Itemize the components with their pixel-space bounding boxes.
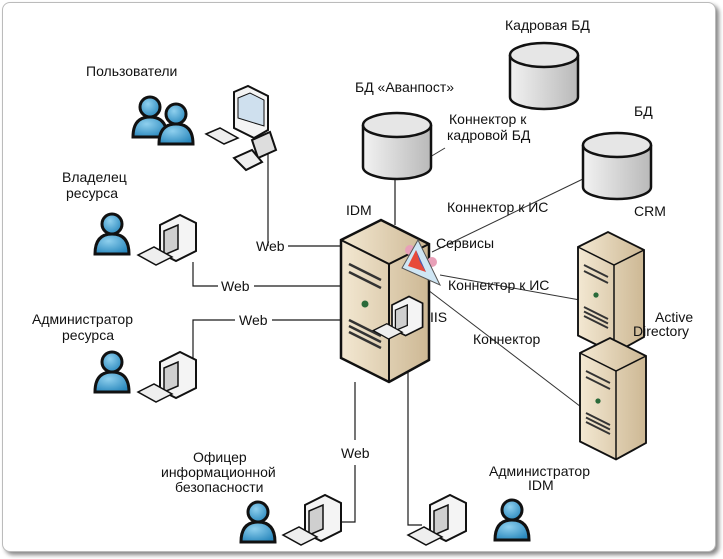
db-avanpost-icon [361, 111, 433, 181]
users-label: Пользователи [86, 63, 177, 79]
ad-server-icon [579, 337, 647, 461]
web-label-users: Web [256, 238, 285, 254]
web-label-owner: Web [221, 278, 250, 294]
conn-label: Коннектор [473, 331, 541, 347]
connections [192, 147, 586, 526]
admin-idm-person-icon [493, 498, 531, 542]
owner-person-icon [93, 212, 131, 256]
admin-resource-label-1: Администратор [32, 311, 133, 327]
iis-label: IIS [430, 309, 447, 325]
conn-is-label-2: Коннектор к ИС [448, 277, 549, 293]
officer-computer-icon [282, 494, 342, 546]
web-label-officer: Web [341, 445, 370, 461]
admin-web-line [192, 319, 342, 360]
admin-idm-label-1: Администратор [489, 463, 590, 479]
admin-resource-label-2: ресурса [62, 327, 114, 343]
user-computer-icon [204, 84, 278, 172]
web-label-admin: Web [239, 312, 268, 328]
users-web-line [267, 150, 342, 247]
services-icon [401, 238, 442, 287]
conn-db-line [431, 177, 586, 253]
owner-web-line [192, 262, 342, 287]
ad-label-2: Directory [633, 323, 689, 339]
conn-ad-line [427, 289, 586, 411]
officer-label-1: Офицер [193, 449, 247, 465]
services-label: Сервисы [436, 235, 494, 251]
officer-label-2: информационной [161, 464, 276, 480]
admin-resource-person-icon [93, 350, 131, 394]
db-label: БД [634, 103, 653, 119]
owner-computer-icon [137, 214, 197, 266]
db-avanpost-label: БД «Аванпост» [355, 79, 454, 95]
db-hr-icon [508, 41, 580, 111]
conn-crm-line [439, 274, 581, 301]
db-hr-label: Кадровая БД [505, 17, 590, 33]
crm-label: CRM [634, 203, 666, 219]
admin-idm-label-2: IDM [528, 477, 554, 493]
ad-label-1: Active [655, 309, 693, 325]
conn-hr-label-1: Коннектор к [449, 111, 527, 127]
officer-person-icon [239, 500, 277, 544]
admin-idm-line [407, 345, 422, 526]
admin-idm-computer-icon [407, 494, 467, 546]
conn-hr-label-2: кадровой БД [447, 127, 531, 143]
owner-label-1: Владелец [62, 169, 127, 185]
db-icon [581, 131, 653, 201]
idm-label: IDM [346, 202, 372, 218]
owner-label-2: ресурса [66, 185, 118, 201]
admin-resource-computer-icon [137, 351, 197, 403]
officer-web-line [338, 382, 356, 523]
officer-label-3: безопасности [175, 479, 264, 495]
conn-is-label-1: Коннектор к ИС [447, 199, 548, 215]
